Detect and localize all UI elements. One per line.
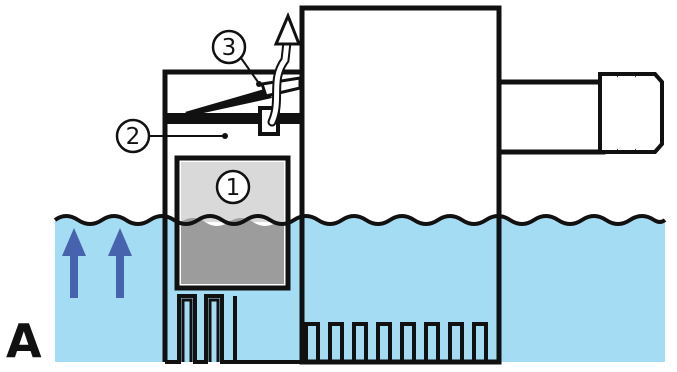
water-body — [55, 216, 665, 362]
water-surface — [53, 214, 667, 226]
callout-1: 1 — [215, 169, 251, 205]
outlet-nozzle — [496, 72, 664, 155]
intake-grille — [304, 322, 495, 364]
up-arrow-icon — [62, 228, 86, 298]
up-arrow-icon — [108, 228, 132, 298]
callout-1-number: 1 — [226, 175, 241, 201]
callout-2-number: 2 — [126, 124, 141, 150]
vent-air-arrow-icon — [267, 12, 302, 127]
float-chamber — [162, 69, 302, 364]
callout-3: 3 — [211, 29, 262, 87]
panel-label: A — [6, 314, 42, 368]
callout-3-number: 3 — [222, 35, 237, 61]
callout-2: 2 — [115, 118, 228, 154]
seal-plate — [165, 113, 302, 124]
vent-flap — [185, 88, 272, 116]
